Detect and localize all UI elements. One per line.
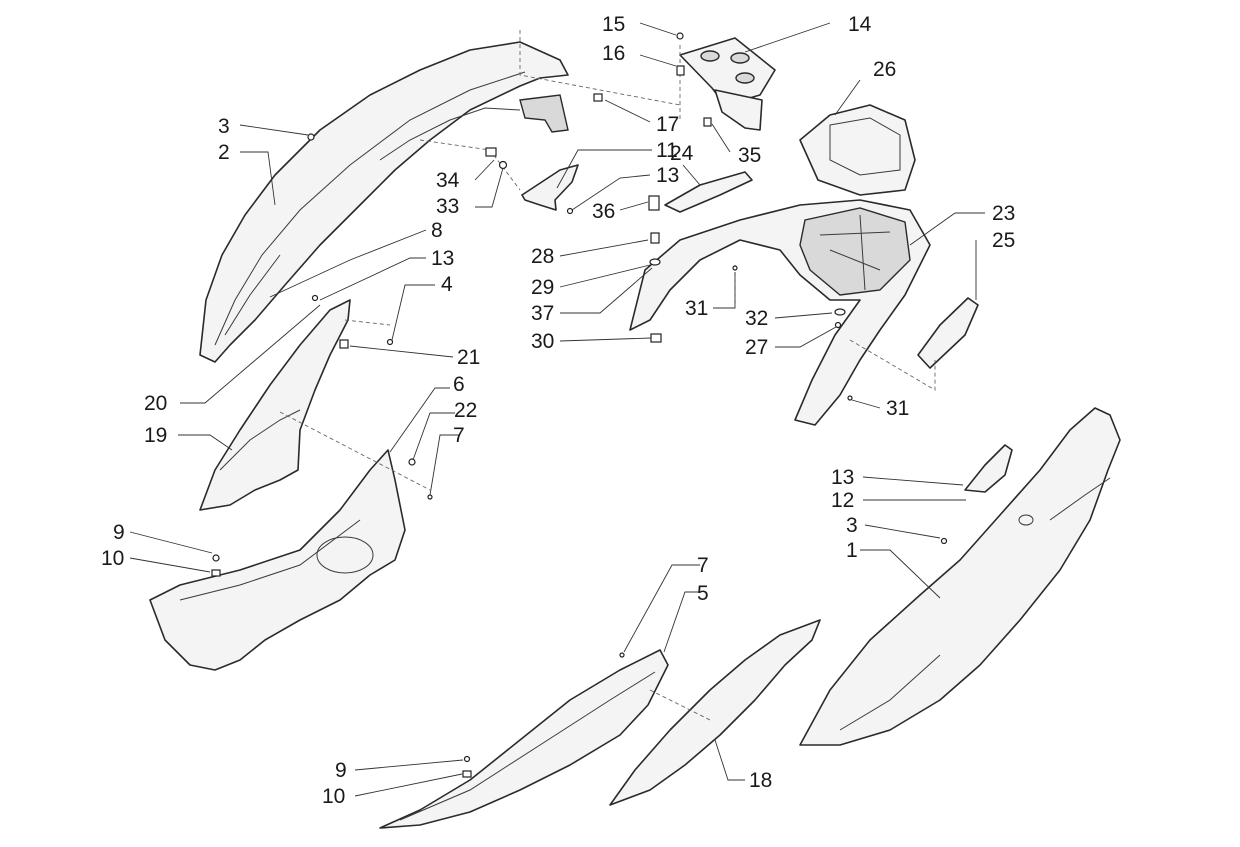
leader-lines xyxy=(129,22,985,797)
callout-15: 15 xyxy=(602,13,625,36)
part-14-top-bracket xyxy=(679,37,776,131)
fasteners xyxy=(211,32,948,778)
callout-4: 4 xyxy=(441,273,453,296)
callout-37: 37 xyxy=(531,302,554,325)
part-5-lower-center-rail xyxy=(379,649,669,829)
part-26-top-box xyxy=(799,104,916,196)
part-1-right-side-panel xyxy=(799,407,1121,746)
callout-3b: 3 xyxy=(846,514,858,537)
callout-20: 20 xyxy=(144,392,167,415)
callout-2: 2 xyxy=(218,141,230,164)
callout-36: 36 xyxy=(592,200,615,223)
callout-10b: 10 xyxy=(322,785,345,808)
callout-25: 25 xyxy=(992,229,1015,252)
callout-34: 34 xyxy=(436,169,460,192)
callout-31: 31 xyxy=(685,297,708,320)
callout-12: 12 xyxy=(831,489,854,512)
callout-13b: 13 xyxy=(431,247,454,270)
callout-22: 22 xyxy=(454,399,477,422)
callout-28: 28 xyxy=(531,245,554,268)
callout-14: 14 xyxy=(848,13,872,36)
part-12-small-bracket xyxy=(964,444,1013,493)
callout-27: 27 xyxy=(745,336,768,359)
part-19-inner-left-panel xyxy=(199,299,351,511)
part-23-rear-carrier xyxy=(629,199,931,426)
callout-24: 24 xyxy=(670,142,694,165)
callout-23: 23 xyxy=(992,202,1015,225)
callout-3: 3 xyxy=(218,115,230,138)
callout-13: 13 xyxy=(656,164,679,187)
callout-19: 19 xyxy=(144,424,167,447)
callout-26: 26 xyxy=(873,58,896,81)
callout-6: 6 xyxy=(453,373,465,396)
part-11-inner-bracket xyxy=(521,164,579,211)
callout-7b: 7 xyxy=(697,554,709,577)
callout-29: 29 xyxy=(531,276,554,299)
callout-31b: 31 xyxy=(886,397,909,420)
callout-11: 11 xyxy=(656,139,678,162)
callout-8: 8 xyxy=(431,219,443,242)
callout-30: 30 xyxy=(531,330,554,353)
callout-5: 5 xyxy=(697,582,709,605)
part-25-reflector-strip xyxy=(917,297,979,369)
callout-16: 16 xyxy=(602,42,625,65)
callout-13c: 13 xyxy=(831,466,854,489)
callout-10: 10 xyxy=(101,547,124,570)
callout-18: 18 xyxy=(749,769,772,792)
part-6-lower-left-panel xyxy=(149,449,406,671)
callout-35: 35 xyxy=(738,144,761,167)
callout-1: 1 xyxy=(846,539,858,562)
callout-21: 21 xyxy=(457,346,480,369)
callout-9: 9 xyxy=(113,521,125,544)
part-2-upper-side-rail xyxy=(199,41,569,363)
callout-17: 17 xyxy=(656,113,679,136)
callout-7: 7 xyxy=(453,424,465,447)
part-18-lower-center-cover xyxy=(609,619,821,806)
callout-labels: 15 14 16 26 3 2 17 11 24 35 13 34 33 36 … xyxy=(101,13,1015,808)
callout-9b: 9 xyxy=(335,759,347,782)
callout-32: 32 xyxy=(745,307,768,330)
callout-33: 33 xyxy=(436,195,459,218)
